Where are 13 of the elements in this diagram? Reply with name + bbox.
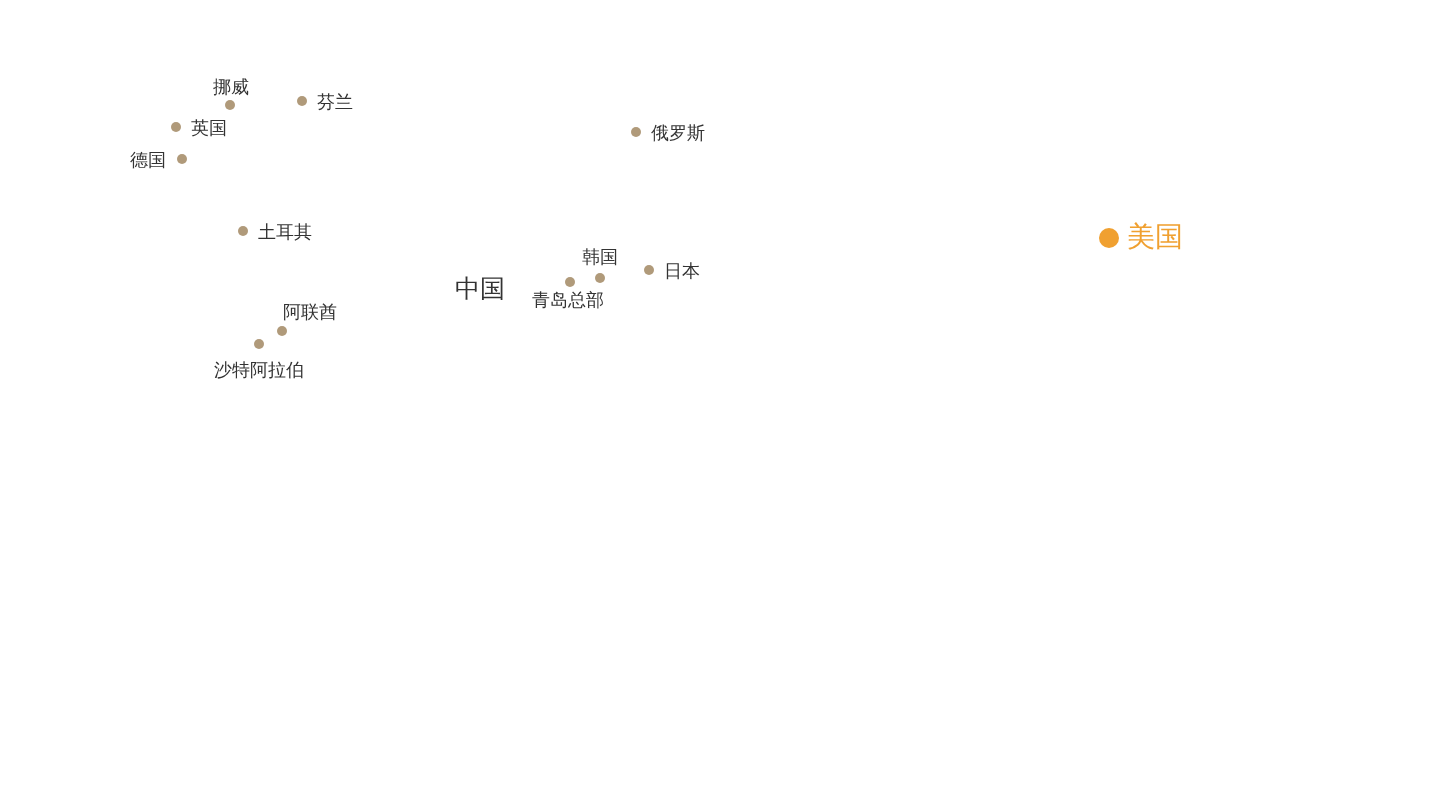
place-label: 挪威	[213, 77, 249, 97]
place-label: 英国	[191, 118, 227, 138]
place-label: 韩国	[582, 247, 618, 267]
place-label: 青岛总部	[532, 290, 604, 310]
place-label: 德国	[130, 150, 166, 170]
place-label: 中国	[455, 275, 505, 303]
place-label: 芬兰	[317, 92, 353, 112]
place-label: 俄罗斯	[651, 123, 705, 143]
place-label: 沙特阿拉伯	[214, 360, 304, 380]
place-label: 土耳其	[258, 222, 312, 242]
place-label: 美国	[1127, 222, 1183, 253]
place-label: 日本	[664, 261, 700, 281]
place-label: 阿联酋	[283, 302, 337, 322]
